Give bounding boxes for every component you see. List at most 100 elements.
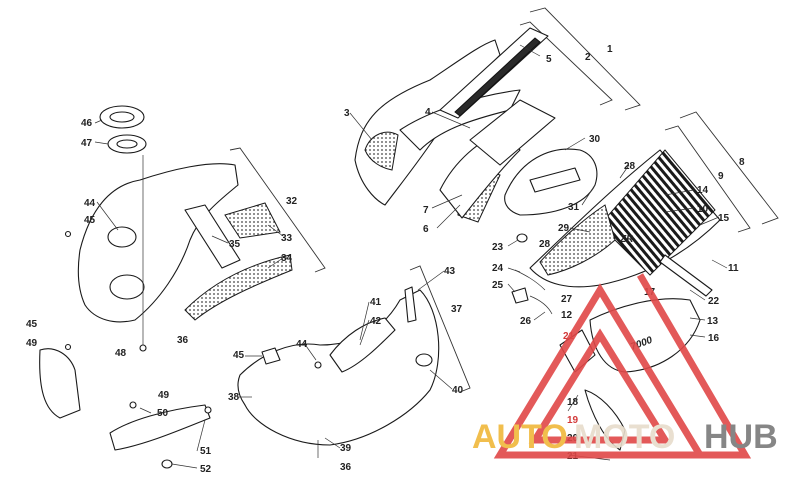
callout-42: 42: [370, 316, 382, 327]
bumper-bar: [659, 254, 713, 297]
ring-46-inner: [109, 111, 135, 123]
callout-32: 32: [286, 196, 298, 207]
callout-7: 7: [423, 205, 429, 216]
callout-9: 9: [718, 171, 724, 182]
callout-52: 52: [200, 464, 212, 475]
trim-43: [404, 286, 417, 323]
side-vent-left: [364, 131, 399, 171]
hood-strip-inlay: [454, 37, 541, 117]
callout-28-top: 28: [624, 161, 636, 172]
console-cover-grip: [529, 167, 581, 193]
callout-leaders: [94, 44, 728, 469]
bracket-2: [519, 21, 613, 106]
callout-13: 13: [707, 316, 719, 327]
callout-15: 15: [718, 213, 730, 224]
port-40: [415, 353, 433, 367]
callout-39: 39: [340, 443, 352, 454]
belly-pan-port: [109, 274, 145, 300]
callout-33: 33: [281, 233, 293, 244]
nose-grille: [539, 204, 616, 276]
watermark-moto: MOTO: [574, 418, 675, 456]
callout-14: 14: [697, 185, 709, 196]
belly-pan-port-2: [107, 226, 137, 248]
nut-52: [161, 459, 173, 469]
callout-44-center: 44: [296, 339, 308, 350]
callout-41: 41: [370, 297, 382, 308]
callout-labels: 1 2 3 4 5 6 7 8 9 10 11 12 13 14 15 16 1…: [26, 44, 745, 475]
nose-decal-stripes: [599, 149, 716, 276]
screw-45-small: [64, 343, 72, 351]
watermark-hub: HUB: [704, 418, 778, 456]
bracket-1: [529, 7, 641, 111]
callout-34: 34: [281, 253, 293, 264]
watermark-auto: AUTO: [472, 418, 568, 456]
bracket-8: [679, 111, 779, 225]
bracket-9: [664, 125, 751, 233]
callout-38: 38: [228, 392, 240, 403]
screw-49: [129, 401, 137, 409]
callout-19: 19: [567, 415, 579, 426]
callout-1: 1: [607, 44, 613, 55]
lower-pan-assembly: [237, 265, 471, 458]
watermark-triangle-logo: [493, 273, 752, 459]
callout-50: 50: [157, 408, 169, 419]
callout-31: 31: [568, 202, 580, 213]
callout-45-small: 45: [26, 319, 38, 330]
mesh-34: [184, 254, 293, 321]
ring-47-inner: [116, 139, 138, 149]
callout-23: 23: [492, 242, 504, 253]
callout-44-left: 44: [84, 198, 96, 209]
callout-25: 25: [492, 280, 504, 291]
screw-45: [64, 230, 72, 238]
screw-44: [314, 361, 322, 369]
screw-51: [204, 406, 212, 414]
callout-26: 26: [520, 316, 532, 327]
callout-27: 27: [561, 294, 573, 305]
callout-36-bottom: 36: [340, 462, 352, 473]
decal-zr-text: ZR: [619, 234, 634, 245]
callout-45-center: 45: [233, 350, 245, 361]
callout-49-left: 49: [26, 338, 38, 349]
callout-18: 18: [567, 397, 579, 408]
trim-41: [329, 317, 396, 373]
fastener-23: [516, 233, 528, 243]
side-cover-49: [39, 348, 81, 419]
callout-11: 11: [728, 263, 739, 274]
callout-29: 29: [558, 223, 570, 234]
watermark: AUTO MOTO HUB: [472, 273, 778, 459]
callout-6: 6: [423, 224, 429, 235]
callout-24: 24: [492, 263, 504, 274]
clip-45: [261, 347, 281, 365]
skid-plate-20: [584, 389, 626, 451]
callout-4: 4: [425, 107, 431, 118]
callout-28-lower: 28: [539, 239, 551, 250]
triangle-right: [636, 273, 752, 459]
mesh-33: [224, 202, 281, 239]
bracket-37: [409, 265, 471, 393]
clip-26-leader: [529, 295, 553, 315]
callout-45-left: 45: [84, 215, 96, 226]
callout-16: 16: [708, 333, 720, 344]
callout-22: 22: [708, 296, 720, 307]
windshield-panel: [469, 99, 556, 166]
hood-assembly: [354, 7, 641, 223]
callout-40: 40: [452, 385, 464, 396]
bracket-32: [229, 147, 326, 273]
callout-43: 43: [444, 266, 456, 277]
callout-51: 51: [200, 446, 212, 457]
clip-25: [511, 287, 529, 304]
callout-12: 12: [561, 310, 573, 321]
callout-37: 37: [451, 304, 463, 315]
callout-10: 10: [697, 204, 709, 215]
small-parts: [39, 343, 212, 469]
callout-35: 35: [229, 239, 241, 250]
callout-5: 5: [546, 54, 552, 65]
callout-3: 3: [344, 108, 350, 119]
guard-50: [109, 404, 211, 451]
callout-49-lower: 49: [158, 390, 170, 401]
callout-2: 2: [585, 52, 591, 63]
callout-47: 47: [81, 138, 93, 149]
callout-30: 30: [589, 134, 601, 145]
pin-48: [139, 344, 147, 352]
